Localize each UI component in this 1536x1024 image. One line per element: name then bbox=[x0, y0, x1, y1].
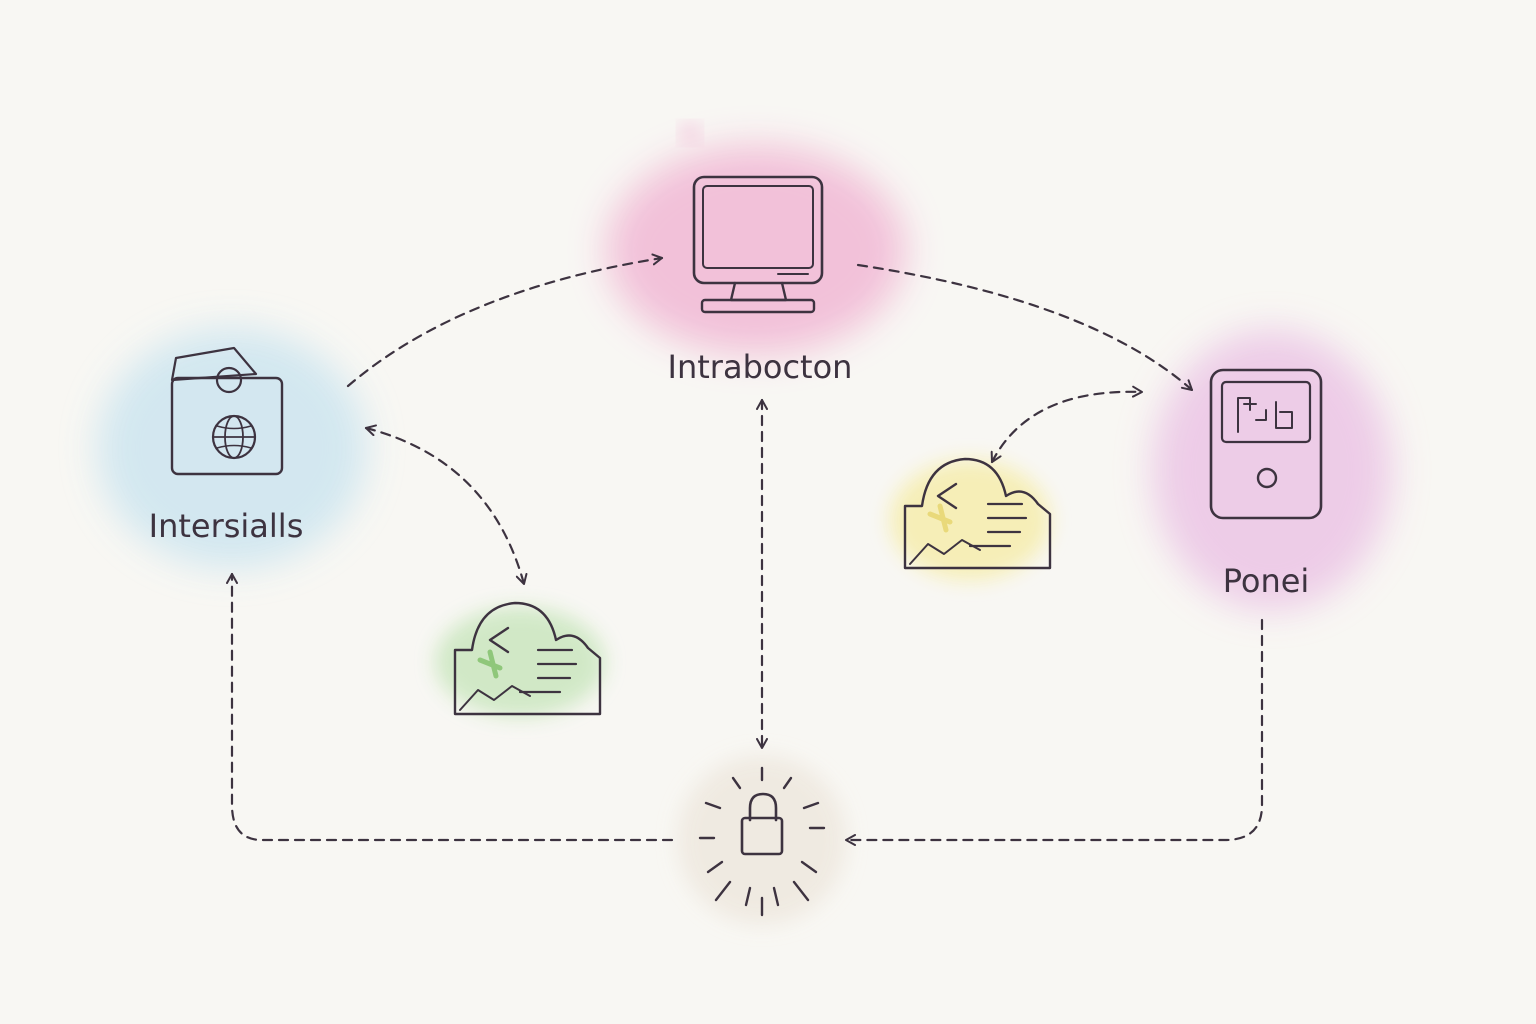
blue-wash bbox=[97, 328, 367, 568]
code-cloud-icon-right bbox=[903, 457, 1052, 570]
connector-internals-to-interaction bbox=[346, 253, 664, 388]
node-label-phone: Ponei bbox=[1223, 562, 1310, 600]
connectors bbox=[226, 253, 1264, 846]
green-wash bbox=[435, 607, 605, 717]
pink-wash bbox=[606, 145, 906, 355]
node-label-internals: Intersialls bbox=[149, 507, 304, 545]
desktop-monitor-icon bbox=[692, 175, 824, 314]
mobile-device-icon bbox=[1209, 368, 1323, 520]
beige-wash bbox=[677, 755, 847, 925]
pink-wash-dot bbox=[681, 124, 699, 142]
connector-lock-to-internals bbox=[226, 572, 674, 842]
padlock-icon bbox=[698, 766, 826, 917]
node-label-interaction: Intrabocton bbox=[668, 348, 853, 386]
connector-internals-code-left bbox=[364, 424, 528, 586]
wallet-card-globe-icon bbox=[170, 346, 284, 476]
connector-interaction-to-phone bbox=[856, 263, 1194, 392]
connector-code-right-phone bbox=[990, 385, 1144, 464]
code-cloud-icon-left bbox=[453, 601, 602, 716]
yellow-wash bbox=[890, 460, 1050, 580]
lock-rays bbox=[698, 766, 826, 917]
connector-phone-to-lock bbox=[844, 618, 1264, 846]
